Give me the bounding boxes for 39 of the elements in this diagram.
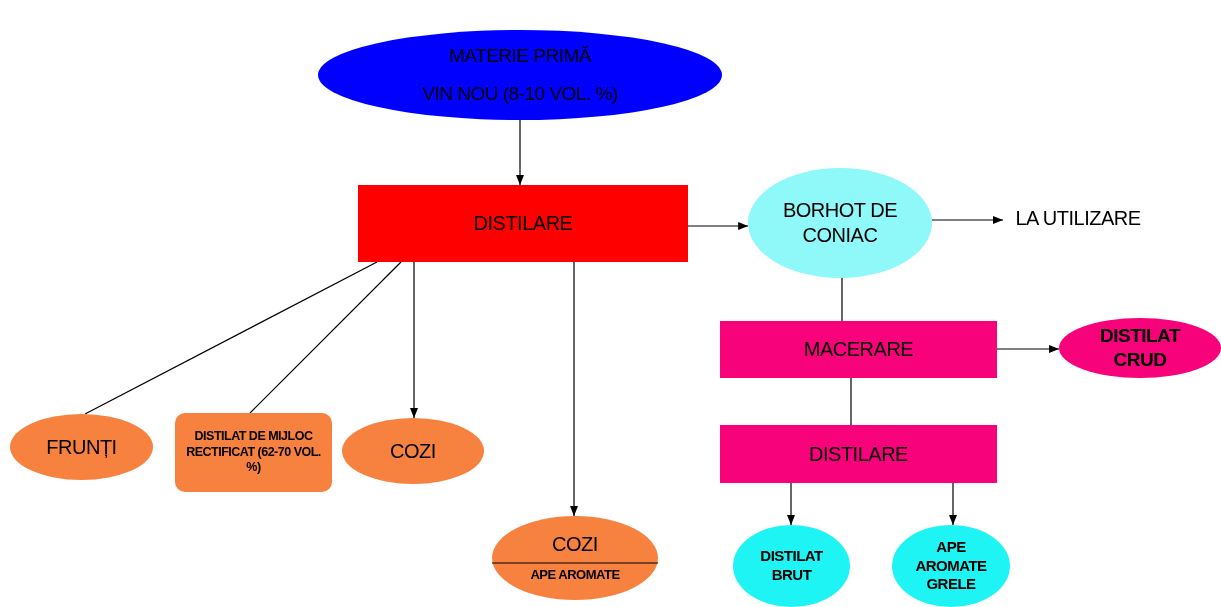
arrow: [410, 261, 418, 419]
connector-line: [850, 377, 852, 426]
arrow: [687, 222, 749, 230]
node-label: COZI: [390, 438, 436, 464]
product-ellipse: [492, 516, 658, 600]
arrow: [996, 345, 1060, 353]
arrow: [787, 482, 795, 526]
process-box: [720, 425, 997, 483]
node-sublabel: APE AROMATE: [530, 567, 620, 584]
node-label: MACERARE: [803, 337, 914, 362]
node-label: BORHOT DE CONIAC: [781, 198, 898, 248]
arrow: [570, 261, 578, 517]
node-label: COZI: [552, 532, 598, 558]
arrow: [931, 216, 1004, 224]
process-box: [358, 185, 688, 262]
arrow: [949, 482, 957, 526]
connector-line: [249, 261, 402, 414]
node-label: DISTILAT BRUT: [759, 547, 824, 585]
start-ellipse: [318, 30, 722, 120]
node-sublabel: VIN NOU (8-10 VOL. %): [422, 82, 618, 106]
node-label: DISTILAT DE MIJLOC RECTIFICAT (62-70 VOL. %): [185, 429, 322, 476]
product-ellipse: [342, 418, 484, 484]
product-ellipse: [10, 414, 153, 480]
arrow: [516, 119, 524, 186]
node-label: DISTILARE: [809, 441, 908, 467]
product-ellipse: [892, 525, 1010, 607]
connector-line: [841, 277, 843, 322]
node-label: FRUNȚI: [46, 434, 117, 460]
node-label: DISTILARE: [473, 211, 573, 236]
product-box: [175, 413, 332, 492]
connector-line: [84, 261, 378, 415]
product-ellipse: [1059, 318, 1221, 378]
destination-label: LA UTILIZARE: [1003, 203, 1153, 233]
node-label: MATERIE PRIMĂ: [449, 44, 591, 68]
process-box: [720, 321, 997, 378]
product-ellipse: [733, 525, 850, 607]
node-label: DISTILAT CRUD: [1098, 324, 1182, 372]
product-ellipse: [748, 168, 932, 278]
node-label: APE AROMATE GRELE: [914, 537, 988, 595]
